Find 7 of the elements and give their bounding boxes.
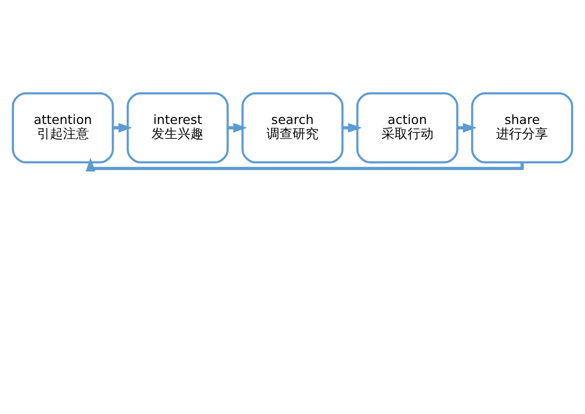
node-box: interest 发生兴趣 — [126, 92, 229, 164]
node-box: action 采取行动 — [356, 92, 458, 164]
arrow — [228, 122, 248, 133]
node-box: attention 引起注意 — [12, 92, 114, 164]
node-box: search 调查研究 — [241, 92, 344, 164]
node-box: share 进行分享 — [471, 92, 574, 164]
arrow — [86, 158, 524, 172]
